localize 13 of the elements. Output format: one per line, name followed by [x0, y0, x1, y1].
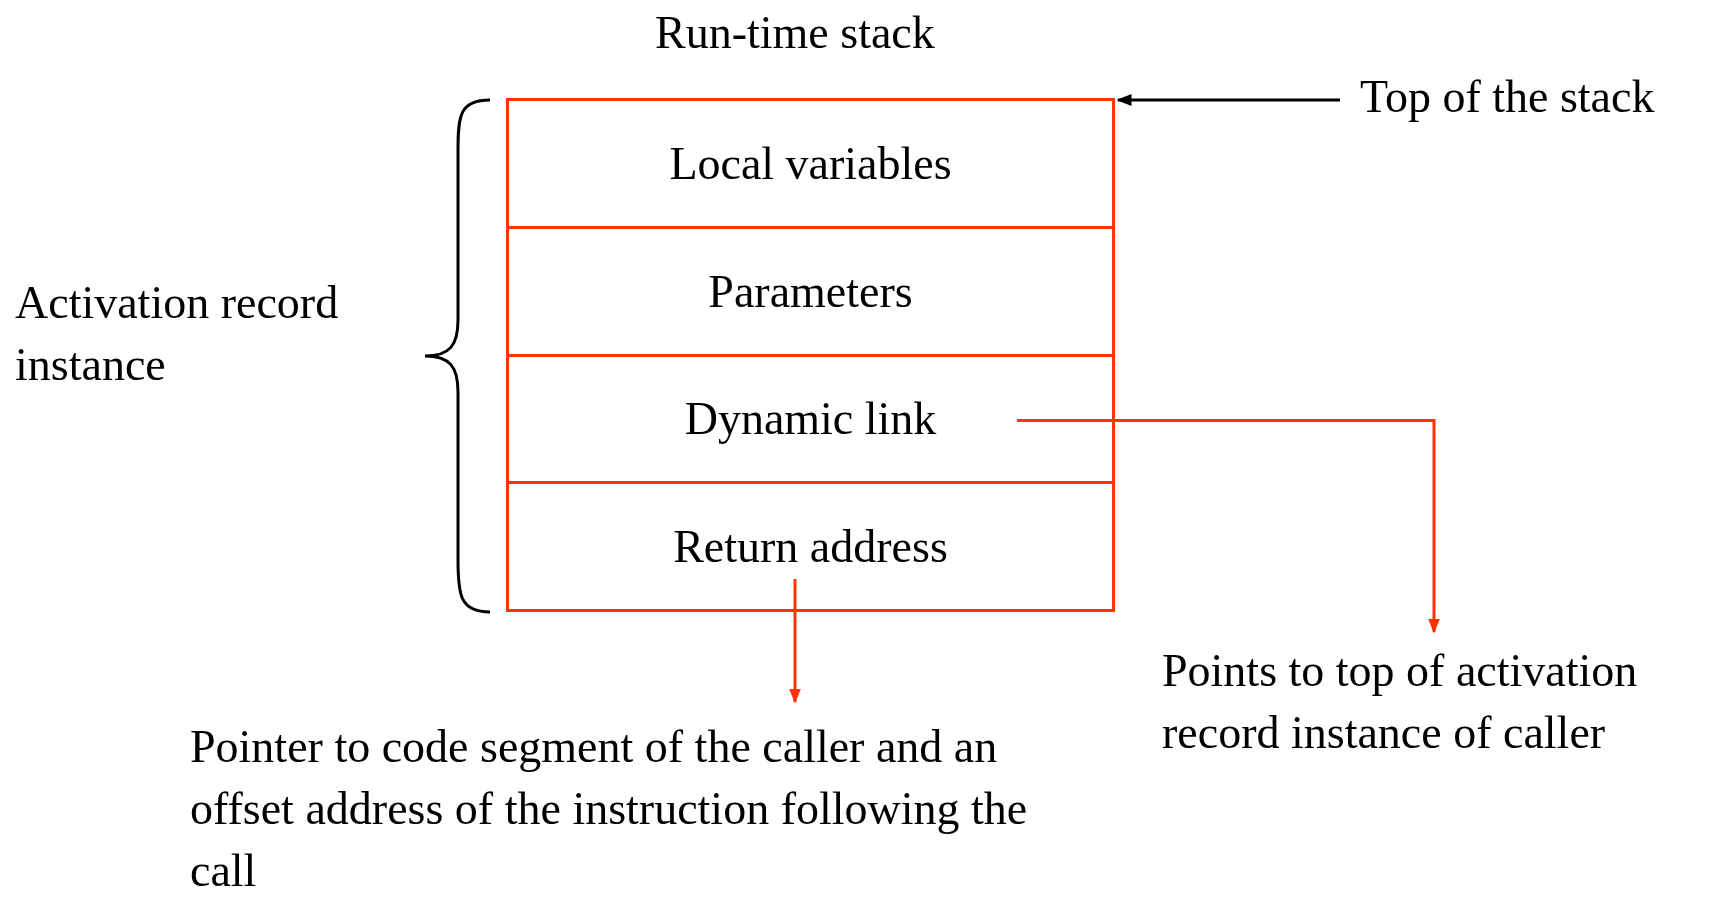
annotation-text: Points to top of activation record instance of caller — [1162, 645, 1638, 758]
stack-box — [506, 98, 1115, 612]
arrow — [1017, 418, 1440, 634]
annotation-text: Pointer to code segment of the caller and an offset address of the instruction following the call — [190, 721, 1028, 896]
arrow — [1116, 94, 1340, 106]
arrow — [789, 579, 801, 704]
row-label: Local variables — [669, 136, 952, 190]
brace-label: Activation record instance — [15, 276, 340, 392]
row-label: Dynamic link — [684, 392, 937, 446]
row-label: Parameters — [708, 264, 913, 318]
diagram-title: Run-time stack — [655, 6, 935, 60]
row-label: Return address — [673, 520, 948, 574]
annotation-text: Top of the stack — [1360, 71, 1655, 122]
